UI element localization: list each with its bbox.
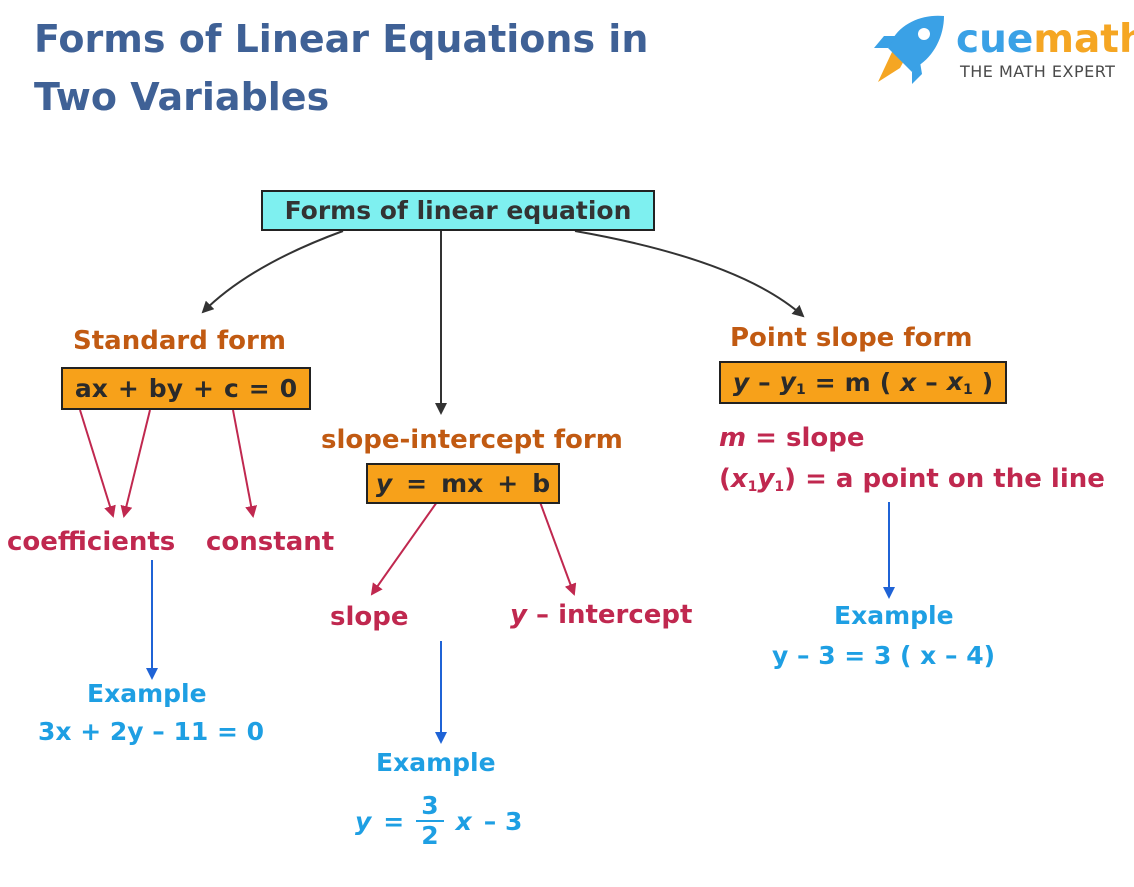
point-y: y (757, 464, 775, 494)
op-equals: = (406, 469, 428, 498)
point-slope-heading: Point slope form (730, 323, 973, 353)
standard-example-label: Example (87, 679, 207, 708)
example-rest: – 3 (483, 806, 523, 836)
title-line-2: Two Variables (34, 75, 330, 119)
brand-cue: cue (956, 17, 1034, 62)
constant-label: constant (206, 527, 335, 557)
point-y-sub: 1 (774, 479, 785, 495)
point-definition: (x1y1) = a point on the line (719, 464, 1105, 495)
arrow-b-to-intercept (539, 501, 577, 596)
standard-form-equation: ax + by + c = 0 (61, 367, 311, 410)
point-x: x (730, 464, 748, 494)
point-slope-example-label: Example (834, 601, 954, 630)
root-node: Forms of linear equation (261, 190, 655, 231)
op-minus-2: – (925, 368, 938, 397)
term-by: by (148, 374, 183, 403)
paren-open: ( (879, 368, 892, 397)
op-plus-2: + (193, 374, 214, 403)
y-intercept-text: – intercept (536, 600, 693, 630)
point-desc: = a point on the line (805, 464, 1105, 494)
paren-close: ) (981, 368, 994, 397)
term-c: c (223, 374, 239, 403)
term-ax: ax (74, 374, 108, 403)
term-mx: mx (441, 469, 484, 498)
var-m: m (844, 368, 871, 397)
arrow-to-standard (201, 230, 344, 314)
slope-intercept-heading: slope-intercept form (321, 425, 623, 455)
arrow-a-to-coefficients (79, 409, 116, 518)
var-x1-base: x (946, 367, 963, 396)
page-title: Forms of Linear Equations in Two Variabl… (34, 10, 734, 126)
point-x-sub: 1 (747, 479, 758, 495)
rocket-icon (874, 15, 944, 84)
slope-intercept-example: y = 3 2 x – 3 (355, 792, 522, 850)
point-close: ) (784, 464, 797, 494)
var-y1-base: y (779, 367, 796, 396)
term-b: b (532, 469, 551, 498)
brand-wordmark: cuemath (956, 18, 1134, 62)
op-equals: = (248, 374, 270, 403)
arrow-m-to-slope (370, 501, 438, 596)
slope-label: slope (330, 602, 409, 632)
example-var-y: y (355, 806, 372, 836)
arrow-c-to-constant (232, 409, 258, 518)
arrow-to-point-slope (574, 230, 805, 318)
m-desc: = slope (755, 423, 865, 453)
slope-intercept-example-label: Example (376, 748, 496, 777)
var-y: y (732, 368, 750, 397)
fraction-denominator: 2 (421, 821, 439, 850)
var-y1: y1 (780, 367, 806, 398)
coefficients-label: coefficients (7, 527, 176, 557)
brand-math: math (1033, 17, 1134, 62)
standard-form-heading: Standard form (73, 326, 286, 356)
point-slope-example: y – 3 = 3 ( x – 4) (772, 641, 996, 670)
op-plus: + (497, 469, 519, 498)
y-intercept-label: y – intercept (510, 600, 692, 630)
term-zero: 0 (279, 374, 298, 403)
example-equals: = (383, 806, 405, 836)
point-open: ( (719, 464, 731, 494)
example-var-x: x (455, 806, 472, 836)
y-intercept-var: y (510, 600, 527, 630)
op-minus-1: – (758, 368, 771, 397)
var-x1-sub: 1 (962, 382, 973, 398)
var-x1: x1 (947, 367, 973, 398)
op-plus-1: + (117, 374, 139, 403)
var-y: y (375, 469, 393, 498)
fraction-3-over-2: 3 2 (416, 792, 444, 850)
var-y1-sub: 1 (795, 382, 806, 398)
op-equals: = (814, 368, 836, 397)
standard-example: 3x + 2y – 11 = 0 (38, 717, 265, 746)
var-x: x (900, 368, 917, 397)
brand-tagline: THE MATH EXPERT (960, 62, 1116, 81)
slope-intercept-equation: y = mx + b (366, 463, 560, 504)
title-line-1: Forms of Linear Equations in (34, 17, 649, 61)
m-var: m (719, 423, 747, 453)
m-definition: m = slope (719, 423, 865, 453)
fraction-numerator: 3 (416, 792, 444, 822)
point-slope-equation: y – y1 = m ( x – x1 ) (719, 361, 1007, 404)
arrow-b-to-coefficients (120, 409, 151, 518)
